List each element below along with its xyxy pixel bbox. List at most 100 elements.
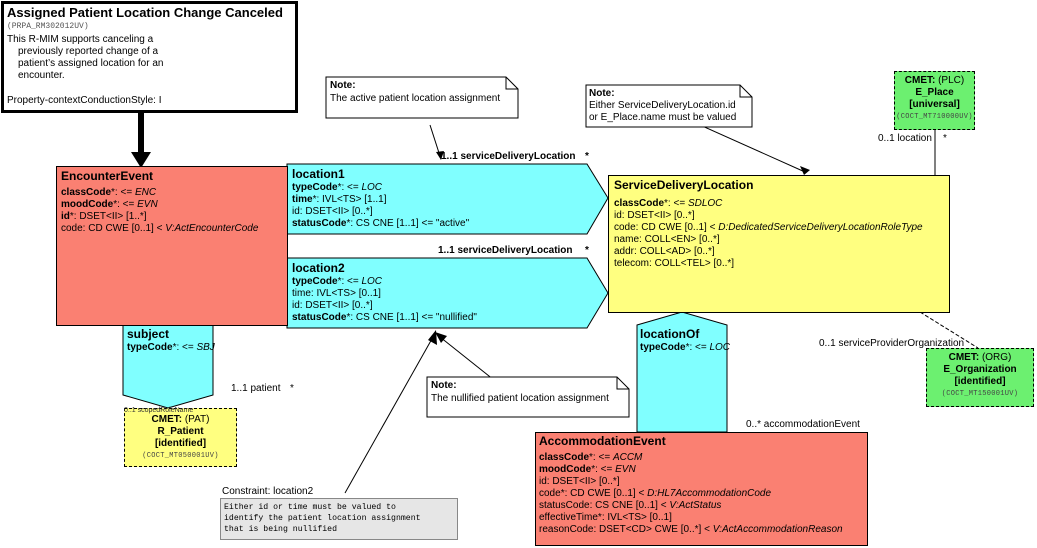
header-desc-3: patient’s assigned location for an xyxy=(18,58,164,69)
service-delivery-location-class[interactable]: ServiceDeliveryLocation classCode*: <= S… xyxy=(608,175,950,313)
constraint-line3: that is being nullified xyxy=(224,525,338,534)
note2-line1: Either ServiceDeliveryLocation.id xyxy=(589,100,736,111)
cmet-pat-name: R_Patient xyxy=(157,426,204,437)
cmet-org-id: (COCT_MT150001UV) xyxy=(941,390,1019,398)
constraint-arrow xyxy=(344,336,434,494)
location2-title: location2 xyxy=(292,261,345,275)
locationof-participation[interactable]: locationOf typeCode*: <= LOC xyxy=(640,326,730,366)
note3-title: Note: xyxy=(431,380,457,391)
accommodation-statuscode: statusCode: CS CNE [0..1] < V:ActStatus xyxy=(539,500,722,511)
sdl-id: id: DSET<II> [0..*] xyxy=(614,210,695,221)
constraint-box: Either id or time must be valued to iden… xyxy=(220,498,458,540)
header-style: Property-contextConductionStyle: I xyxy=(7,95,162,106)
note3-arrowhead xyxy=(435,332,447,343)
location1-typecode: typeCode*: <= LOC xyxy=(292,182,383,193)
cmet-r-patient[interactable]: CMET: (PAT) R_Patient [identified] (COCT… xyxy=(124,408,237,467)
header-title: Assigned Patient Location Change Cancele… xyxy=(7,5,283,20)
cmet-org-flavor: [identified] xyxy=(954,376,1006,387)
cmet-plc-flavor: [universal] xyxy=(909,99,960,110)
location1-participation[interactable]: location1 typeCode*: <= LOC time*: IVL<T… xyxy=(291,166,581,232)
cmet-org-name: E_Organization xyxy=(943,364,1017,375)
sdl-name: name: COLL<EN> [0..*] xyxy=(614,234,720,245)
accommodation-code: code*: CD CWE [0..1] < D:HL7Accommodatio… xyxy=(539,488,772,499)
label-sdl-2: 1..1 serviceDeliveryLocation xyxy=(438,245,573,256)
location1-statuscode: statusCode*: CS CNE [1..1] <= "active" xyxy=(292,218,470,229)
locationof-title: locationOf xyxy=(640,327,700,341)
location1-id: id: DSET<II> [0..*] xyxy=(292,206,373,217)
location2-participation[interactable]: location2 typeCode*: <= LOC time: IVL<TS… xyxy=(291,260,581,326)
constraint-arrowhead xyxy=(428,330,437,345)
note1-arrow xyxy=(429,124,441,157)
header-desc-1: This R-MIM supports canceling a xyxy=(7,34,154,45)
accommodation-effectivetime: effectiveTime*: IVL<TS> [0..1] xyxy=(539,512,672,523)
location2-typecode: typeCode*: <= LOC xyxy=(292,276,383,287)
encounter-classcode: classCode*: <= ENC xyxy=(61,187,157,198)
location2-time: time: IVL<TS> [0..1] xyxy=(292,288,381,299)
label-scoping: 0..1 scopedRoleName xyxy=(124,407,194,414)
locationof-typecode: typeCode*: <= LOC xyxy=(640,342,731,353)
location2-statuscode: statusCode*: CS CNE [1..1] <= "nullified… xyxy=(292,312,477,323)
header-id: (PRPA_RM302012UV) xyxy=(7,22,89,31)
org-connector xyxy=(919,311,979,349)
subject-typecode: typeCode*: <= SBJ xyxy=(127,342,215,353)
header-desc-2: previously reported change of a xyxy=(18,46,159,57)
cmet-e-organization[interactable]: CMET: (ORG) E_Organization [identified] … xyxy=(926,348,1034,407)
header-box: Assigned Patient Location Change Cancele… xyxy=(1,1,298,113)
accommodation-event-class[interactable]: AccommodationEvent classCode*: <= ACCM m… xyxy=(535,432,868,546)
constraint-title: Constraint: location2 xyxy=(222,486,314,497)
cmet-e-place[interactable]: CMET: (PLC) E_Place [universal] (COCT_MT… xyxy=(894,71,975,130)
accommodation-classcode: classCode*: <= ACCM xyxy=(539,452,643,463)
note2-shape xyxy=(585,84,753,128)
encounter-event-class[interactable]: EncounterEvent classCode*: <= ENC moodCo… xyxy=(56,166,288,326)
note2-title: Note: xyxy=(589,88,615,99)
note3-arrow xyxy=(439,336,495,381)
header-desc-4: encounter. xyxy=(18,70,65,81)
cmet-plc-head: CMET: (PLC) xyxy=(904,75,965,86)
note1-title: Note: xyxy=(330,80,356,91)
sdl-classcode: classCode*: <= SDLOC xyxy=(614,198,723,209)
label-location-plc-star: * xyxy=(943,133,947,144)
constraint-line1: Either id or time must be valued to xyxy=(224,503,396,512)
label-service-provider: 0..1 serviceProviderOrganization xyxy=(819,338,965,349)
label-sdl-2-star: * xyxy=(585,245,589,256)
label-sdl-1: 1..1 serviceDeliveryLocation xyxy=(441,151,576,162)
location1-time: time*: IVL<TS> [1..1] xyxy=(292,194,387,205)
encounter-id: id*: DSET<II> [1..*] xyxy=(61,211,147,222)
note3-shape xyxy=(426,376,630,418)
sdl-title: ServiceDeliveryLocation xyxy=(614,178,754,192)
label-patient-star: * xyxy=(290,383,294,394)
accommodation-id: id: DSET<II> [0..*] xyxy=(539,476,620,487)
note1-text: The active patient location assignment xyxy=(330,93,501,104)
cmet-plc-id: (COCT_MT710000UV) xyxy=(896,113,973,121)
cmet-plc-name: E_Place xyxy=(915,87,954,98)
accommodation-reasoncode: reasonCode: DSET<CD> CWE [0..*] < V:ActA… xyxy=(539,524,843,535)
location2-id: id: DSET<II> [0..*] xyxy=(292,300,373,311)
cmet-org-head: CMET: (ORG) xyxy=(948,352,1012,363)
label-patient: 1..1 patient xyxy=(231,383,281,394)
encounter-moodcode: moodCode*: <= EVN xyxy=(61,199,158,210)
sdl-telecom: telecom: COLL<TEL> [0..*] xyxy=(614,258,735,269)
subject-participation[interactable]: subject typeCode*: <= SBJ xyxy=(126,326,215,366)
locationof-shape xyxy=(636,311,728,433)
sdl-code: code: CD CWE [0..1] < D:DedicatedService… xyxy=(614,222,923,233)
sdl-addr: addr: COLL<AD> [0..*] xyxy=(614,246,715,257)
encounter-event-title: EncounterEvent xyxy=(61,169,154,183)
subject-title: subject xyxy=(127,327,170,341)
location1-title: location1 xyxy=(292,167,345,181)
note2-arrowhead xyxy=(800,166,810,175)
note3-text: The nullified patient location assignmen… xyxy=(431,393,609,404)
accommodation-title: AccommodationEvent xyxy=(539,434,666,448)
note1-arrowhead xyxy=(436,151,444,160)
cmet-pat-head: CMET: (PAT) xyxy=(151,414,210,425)
label-location-plc: 0..1 location xyxy=(878,133,932,144)
header-down-arrow xyxy=(131,113,151,168)
constraint-line2: identify the patient location assignment xyxy=(224,514,421,523)
note2-arrow xyxy=(699,124,806,173)
accommodation-moodcode: moodCode*: <= EVN xyxy=(539,464,636,475)
label-accommodation: 0..* accommodationEvent xyxy=(746,419,860,430)
note2-line2: or E_Place.name must be valued xyxy=(589,112,737,123)
cmet-pat-id: (COCT_MT050001UV) xyxy=(142,452,219,460)
encounter-code: code: CD CWE [0..1] < V:ActEncounterCode xyxy=(61,223,259,234)
note1-shape xyxy=(325,76,519,119)
